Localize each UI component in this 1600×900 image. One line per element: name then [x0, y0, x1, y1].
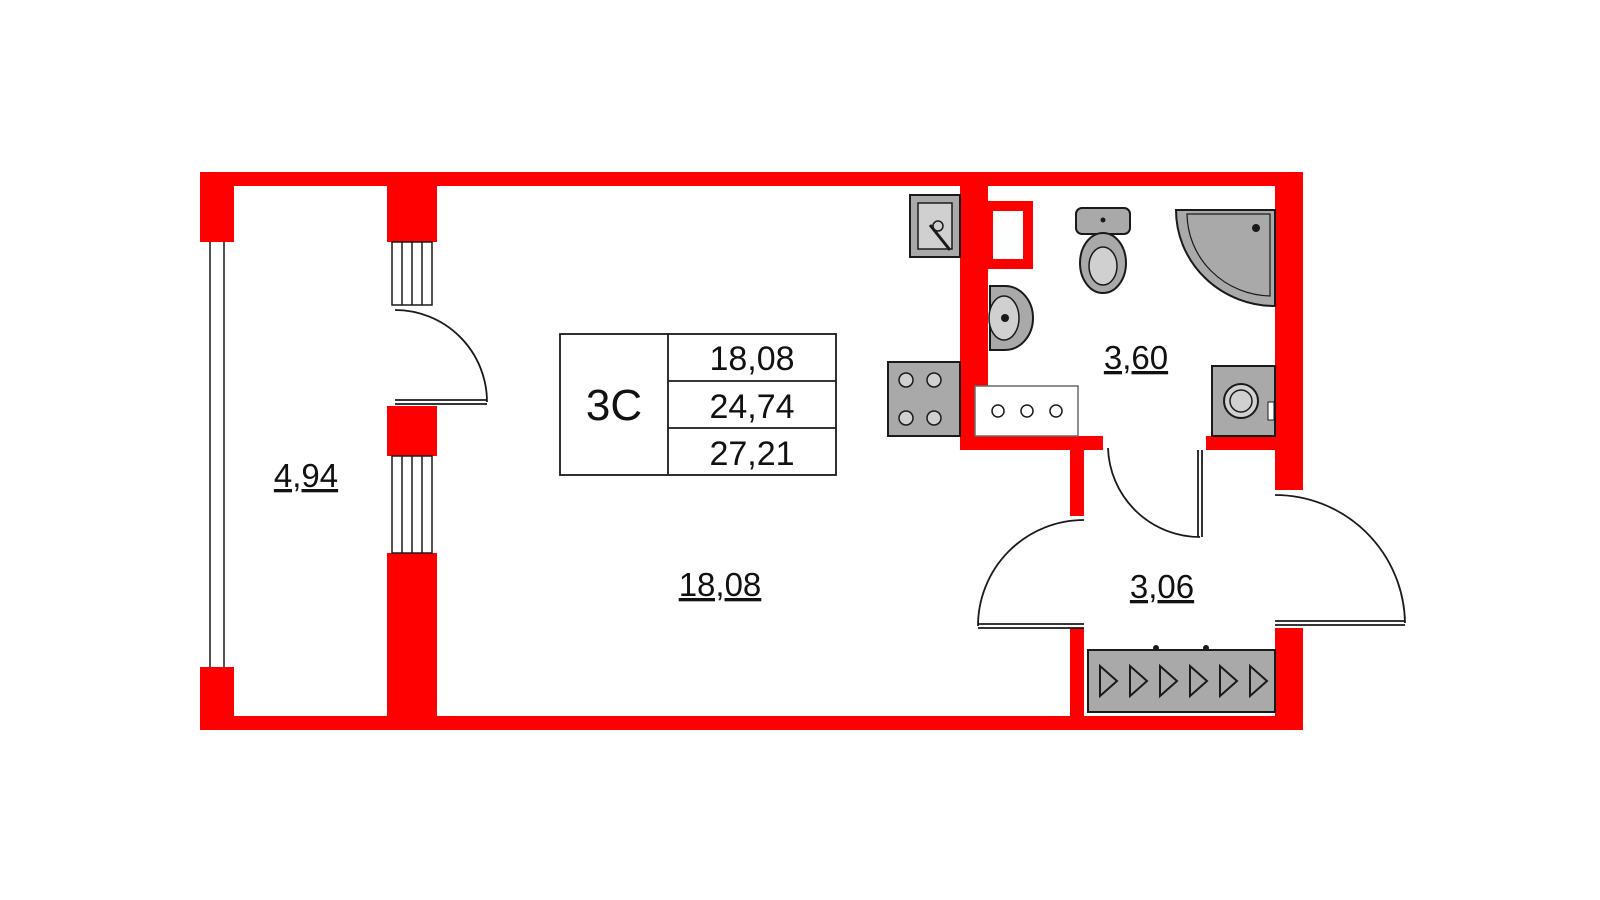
- wall-hall-left-top: [1070, 436, 1084, 516]
- toilet-icon: [1075, 207, 1131, 294]
- living-area-value: 18,08: [709, 340, 794, 378]
- wall-right-bottom: [1275, 628, 1303, 730]
- sink-icon: [909, 194, 961, 258]
- washbasin-icon: [988, 285, 1034, 351]
- washing-machine-icon: [1211, 365, 1276, 437]
- wall-bath-bottom-right: [1206, 436, 1303, 450]
- entrance-door: [1274, 494, 1406, 626]
- window-top: [391, 241, 433, 306]
- balcony-door: [394, 309, 488, 405]
- bathroom-area: 3,60: [1104, 339, 1168, 376]
- bathroom-door: [1107, 447, 1203, 538]
- wardrobe-icon: [1087, 645, 1276, 713]
- shelf-icon: [974, 385, 1079, 437]
- wall-balcony-bottom: [387, 553, 437, 730]
- wall-balcony-mid: [387, 406, 437, 456]
- hallway-door-left: [977, 519, 1085, 629]
- apartment-info-box: 3С 18,08 24,74 27,21: [559, 333, 837, 476]
- balcony-glazing: [209, 242, 225, 667]
- total-area-value: 24,74: [709, 388, 794, 426]
- wall-bath-left-inner: [983, 201, 1033, 269]
- balcony-post-bottom: [200, 667, 234, 730]
- shower-icon: [1174, 209, 1276, 308]
- stove-icon: [887, 361, 961, 437]
- doors: [394, 309, 1406, 629]
- wall-bath-bottom-left: [960, 436, 1103, 450]
- wall-bottom: [200, 716, 1303, 730]
- total-area-with-balcony-value: 27,21: [709, 435, 794, 473]
- wall-balcony-top: [387, 172, 437, 242]
- wall-top: [200, 172, 1303, 186]
- walls: [200, 172, 1303, 730]
- apartment-type: 3С: [586, 381, 642, 430]
- balcony-post-top: [200, 172, 234, 242]
- balcony-area: 4,94: [274, 457, 338, 494]
- window-bottom: [391, 455, 433, 554]
- living-room-area: 18,08: [679, 566, 762, 603]
- wall-hall-left-bottom: [1070, 628, 1084, 730]
- hallway-area: 3,06: [1130, 568, 1194, 605]
